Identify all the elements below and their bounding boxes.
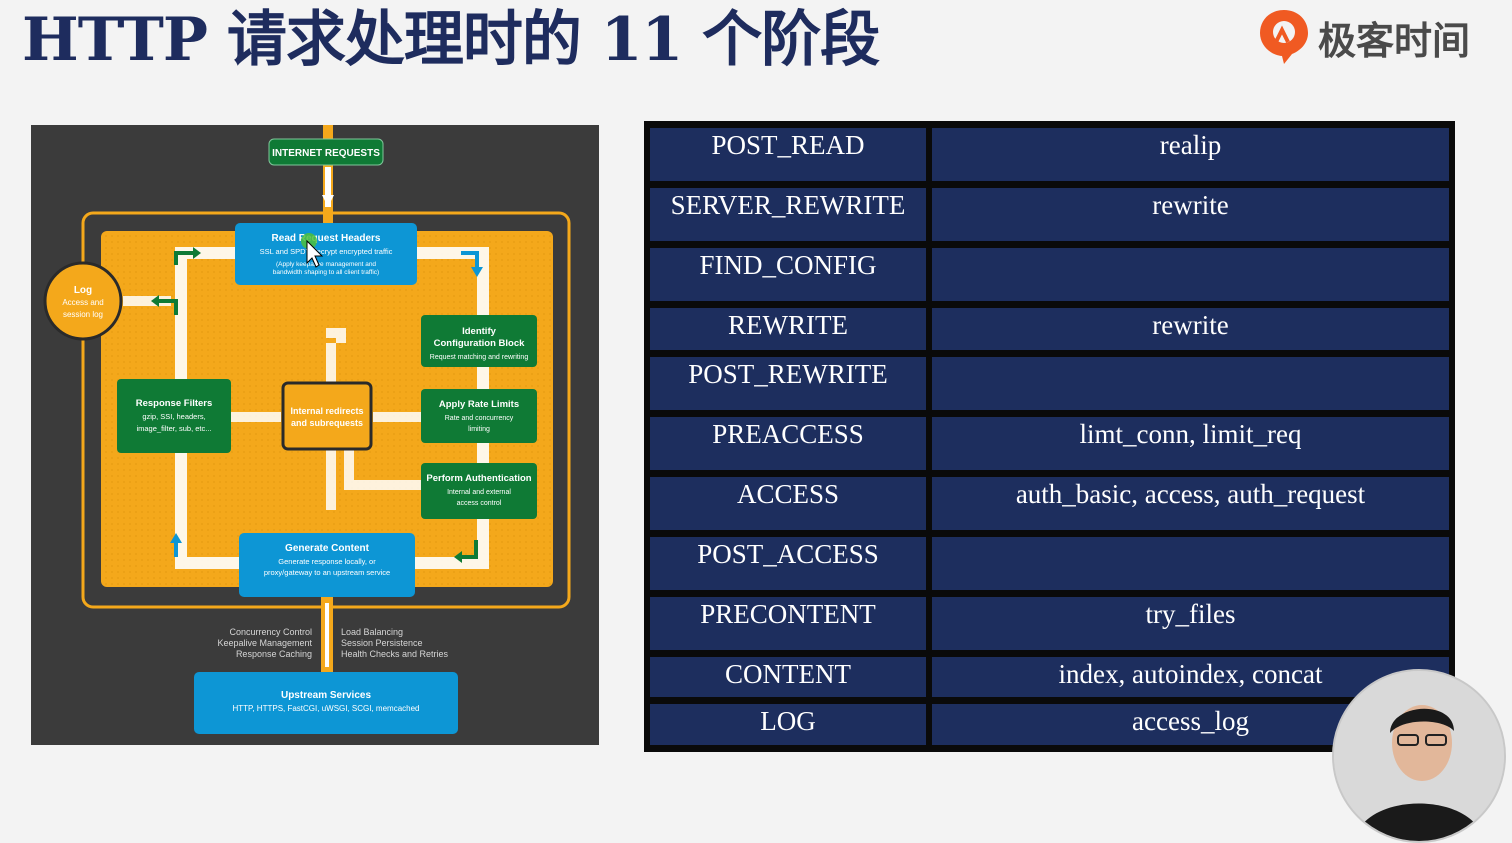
svg-text:Internal redirects: Internal redirects: [290, 406, 363, 416]
svg-text:image_filter, sub, etc...: image_filter, sub, etc...: [136, 424, 211, 433]
phase-modules: [932, 247, 1449, 301]
phase-name: POST_REWRITE: [650, 357, 926, 411]
svg-text:session log: session log: [63, 310, 103, 319]
svg-text:Response Filters: Response Filters: [136, 398, 213, 409]
identify-config-box: [421, 315, 537, 367]
presenter-video-avatar-icon: [1334, 671, 1504, 841]
table-row: FIND_CONFIG: [650, 247, 1449, 301]
internet-requests-box: [268, 138, 384, 166]
phase-name: ACCESS: [650, 476, 926, 530]
phase-modules: try_files: [932, 596, 1449, 650]
table-row: POST_ACCESS: [650, 536, 1449, 590]
phase-modules: realip: [932, 128, 1449, 181]
authentication-box: [421, 463, 537, 519]
svg-text:Access and: Access and: [62, 298, 103, 307]
svg-text:Rate and concurrency: Rate and concurrency: [445, 415, 514, 422]
svg-text:gzip, SSI, headers,: gzip, SSI, headers,: [142, 412, 205, 421]
phase-name: LOG: [650, 704, 926, 745]
brand: 极客时间: [1258, 8, 1470, 66]
svg-text:SSL and SPDY decrypt encrypted: SSL and SPDY decrypt encrypted traffic: [260, 247, 393, 256]
svg-text:Session Persistence: Session Persistence: [341, 638, 423, 648]
phase-name: PREACCESS: [650, 417, 926, 470]
svg-text:Generate response locally, or: Generate response locally, or: [278, 557, 376, 566]
svg-text:limiting: limiting: [468, 426, 490, 433]
phase-name: REWRITE: [650, 307, 926, 351]
phase-modules: index, autoindex, concat: [932, 656, 1449, 698]
svg-text:Upstream Services: Upstream Services: [281, 690, 371, 701]
svg-text:Configuration Block: Configuration Block: [434, 338, 525, 349]
presenter-video-avatar: [1332, 669, 1506, 843]
svg-text:Perform Authentication: Perform Authentication: [426, 473, 531, 484]
svg-text:HTTP, HTTPS, FastCGI, uWSGI, S: HTTP, HTTPS, FastCGI, uWSGI, SCGI, memca…: [233, 704, 420, 713]
svg-text:proxy/gateway to an upstream s: proxy/gateway to an upstream service: [264, 568, 390, 577]
geektime-logo-icon: [1260, 10, 1308, 64]
read-headers-box: [235, 223, 417, 285]
generate-content-box: [239, 533, 415, 597]
internet-requests-label: INTERNET REQUESTS: [272, 148, 380, 159]
phase-modules: limt_conn, limit_req: [932, 417, 1449, 470]
phase-name: CONTENT: [650, 656, 926, 698]
svg-text:access control: access control: [457, 500, 502, 507]
phase-modules: [932, 536, 1449, 590]
svg-text:Response Caching: Response Caching: [236, 649, 312, 659]
response-filters-box: [117, 379, 231, 453]
phase-modules: [932, 357, 1449, 411]
log-circle: [43, 261, 123, 341]
loop-track: [175, 247, 489, 569]
svg-text:Read Request Headers: Read Request Headers: [272, 233, 381, 244]
phase-modules: rewrite: [932, 187, 1449, 241]
svg-text:bandwidth shaping to all clien: bandwidth shaping to all client traffic): [273, 269, 379, 276]
brand-name: 极客时间: [1318, 18, 1471, 63]
phase-name: SERVER_REWRITE: [650, 187, 926, 241]
svg-text:Request matching and rewriting: Request matching and rewriting: [430, 354, 529, 361]
phase-name: POST_ACCESS: [650, 536, 926, 590]
internal-redirects-box: [281, 381, 373, 451]
phase-name: POST_READ: [650, 128, 926, 181]
svg-text:Log: Log: [74, 285, 92, 296]
svg-text:Health Checks and Retries: Health Checks and Retries: [341, 649, 449, 659]
upstream-services-box: [194, 672, 458, 734]
phase-modules: auth_basic, access, auth_request: [932, 476, 1449, 530]
phase-modules: rewrite: [932, 307, 1449, 351]
svg-text:Keepalive Management: Keepalive Management: [217, 638, 312, 648]
phase-name: FIND_CONFIG: [650, 247, 926, 301]
svg-text:Identify: Identify: [462, 326, 496, 337]
svg-text:Concurrency Control: Concurrency Control: [229, 627, 312, 637]
svg-text:Internal and external: Internal and external: [447, 489, 511, 496]
table-row: POST_REWRITE: [650, 357, 1449, 411]
svg-text:Apply Rate Limits: Apply Rate Limits: [439, 399, 519, 410]
phase-name: PRECONTENT: [650, 596, 926, 650]
nginx-phase-diagram: INTERNET REQUESTS Read Request Headers S…: [31, 125, 599, 745]
svg-text:Load Balancing: Load Balancing: [341, 627, 403, 637]
mouse-cursor-icon: [306, 239, 324, 268]
svg-text:(Apply keepalive management an: (Apply keepalive management and: [276, 261, 376, 268]
svg-text:and subrequests: and subrequests: [291, 418, 363, 428]
svg-text:Generate Content: Generate Content: [285, 543, 370, 554]
page-title: HTTP 请求处理时的 11 个阶段: [22, 5, 880, 75]
rate-limits-box: [421, 389, 537, 443]
